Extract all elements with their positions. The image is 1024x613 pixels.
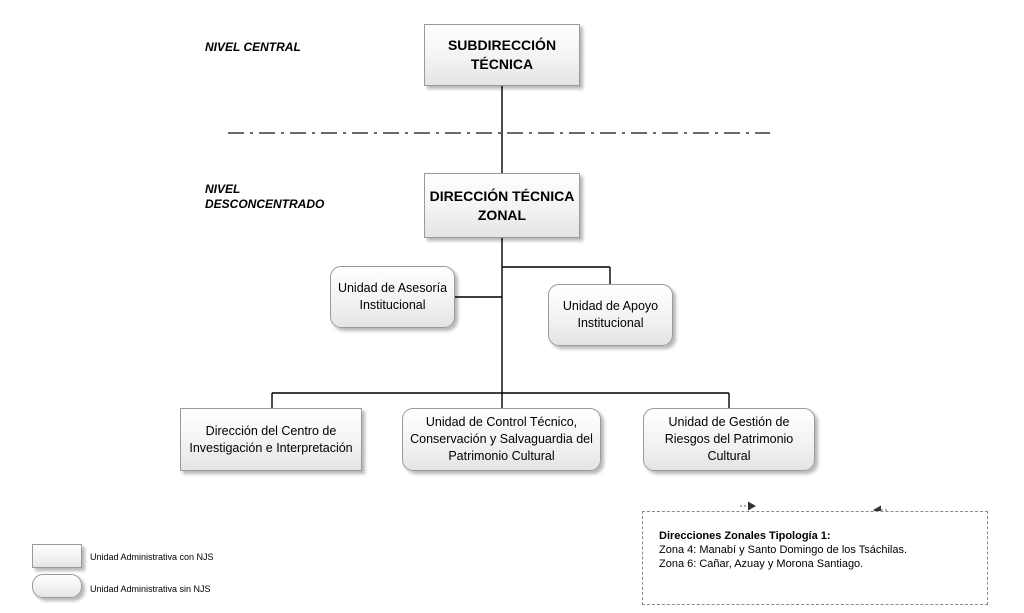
box-unidad-apoyo: Unidad de Apoyo Institucional: [548, 284, 673, 346]
legend-label-con-njs: Unidad Administrativa con NJS: [90, 552, 214, 562]
box-apoyo-label: Unidad de Apoyo Institucional: [562, 299, 659, 330]
box-control-label: Unidad de Control Técnico, Conservación …: [410, 415, 593, 463]
box-subdireccion-tecnica: SUBDIRECCIÓN TÉCNICA: [424, 24, 580, 86]
legend-swatch-sin-njs: [32, 574, 82, 598]
box-riesgos-label: Unidad de Gestión de Riesgos del Patrimo…: [664, 415, 794, 463]
box-control-tecnico: Unidad de Control Técnico, Conservación …: [402, 408, 601, 471]
level-label-desconcentrado: NIVEL DESCONCENTRADO: [205, 182, 325, 211]
note-line-zona-4: Zona 4: Manabí y Santo Domingo de los Ts…: [659, 544, 908, 556]
box-gestion-riesgos: Unidad de Gestión de Riesgos del Patrimo…: [643, 408, 815, 471]
box-centro-label: Dirección del Centro de Investigación e …: [189, 423, 353, 455]
note-arrow-right-icon: [748, 501, 756, 511]
box-centro-investigacion: Dirección del Centro de Investigación e …: [180, 408, 362, 471]
box-subdireccion-label: SUBDIRECCIÓN TÉCNICA: [447, 37, 557, 72]
box-direccion-tecnica-zonal: DIRECCIÓN TÉCNICA ZONAL: [424, 173, 580, 238]
box-unidad-asesoria: Unidad de Asesoría Institucional: [330, 266, 455, 328]
legend-label-sin-njs: Unidad Administrativa sin NJS: [90, 584, 211, 594]
level-label-central: NIVEL CENTRAL: [205, 40, 301, 54]
box-asesoria-label: Unidad de Asesoría Institucional: [337, 281, 448, 312]
legend-swatch-con-njs: [32, 544, 82, 568]
note-line-zona-6: Zona 6: Cañar, Azuay y Morona Santiago.: [659, 558, 864, 570]
zonal-directions-note: Direcciones Zonales Tipología 1: Zona 4:…: [642, 511, 988, 605]
box-direccion-zonal-label: DIRECCIÓN TÉCNICA ZONAL: [429, 187, 575, 223]
note-title: Direcciones Zonales Tipología 1:: [659, 530, 831, 542]
